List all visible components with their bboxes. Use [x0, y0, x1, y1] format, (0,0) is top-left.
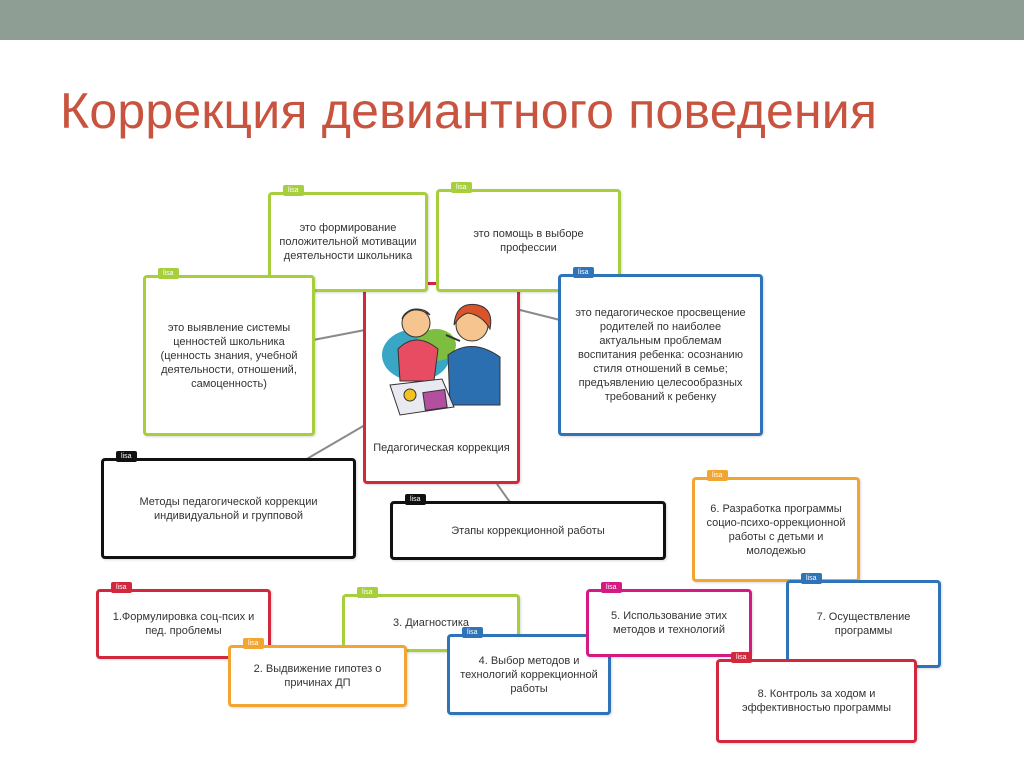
connector-values — [312, 329, 366, 341]
node-step-8[interactable]: lisa 8. Контроль за ходом и эффективност… — [716, 652, 917, 743]
node-text: это помощь в выборе профессии — [473, 227, 584, 254]
node-tag: lisa — [731, 652, 752, 663]
node-text: это выявление системы ценностей школьник… — [160, 321, 298, 390]
node-step-7[interactable]: lisa 7. Осуществление программы — [786, 573, 941, 668]
node-step-5[interactable]: lisa 5. Использование этих методов и тех… — [586, 582, 752, 657]
node-parents[interactable]: lisa это педагогическое просвещение роди… — [558, 267, 763, 436]
node-tag: lisa — [357, 587, 378, 598]
top-bar — [0, 0, 1024, 40]
node-tag: lisa — [243, 638, 264, 649]
node-tag: lisa — [462, 627, 483, 638]
node-tag: lisa — [707, 470, 728, 481]
node-text: это педагогическое просвещение родителей… — [575, 307, 746, 403]
node-methods[interactable]: lisa Методы педагогической коррекции инд… — [101, 451, 356, 559]
node-tag: lisa — [158, 268, 179, 279]
node-tag: lisa — [116, 451, 137, 462]
center-node[interactable]: lisa Педагогическая коррекция — [363, 275, 520, 484]
node-tag: lisa — [283, 185, 304, 196]
node-tag: lisa — [451, 182, 472, 193]
slide-title: Коррекция девиантного поведения — [60, 83, 878, 139]
node-tag: lisa — [111, 582, 132, 593]
node-text: 2. Выдвижение гипотез о причинах ДП — [253, 663, 382, 689]
node-tag: lisa — [801, 573, 822, 584]
center-label: Педагогическая коррекция — [373, 442, 510, 454]
node-text: Этапы коррекционной работы — [451, 524, 605, 537]
node-text: Методы педагогической коррекции индивиду… — [139, 495, 318, 522]
node-motivation[interactable]: lisa это формирование положительной моти… — [268, 185, 428, 292]
node-step-6[interactable]: lisa 6. Разработка программы социо-психо… — [692, 470, 860, 582]
node-text: 3. Диагностика — [392, 617, 469, 629]
node-step-2[interactable]: lisa 2. Выдвижение гипотез о причинах ДП — [228, 638, 407, 707]
node-values[interactable]: lisa это выявление системы ценностей шко… — [143, 268, 315, 436]
node-tag: lisa — [601, 582, 622, 593]
connector-methods — [304, 424, 366, 461]
node-tag: lisa — [573, 267, 594, 278]
node-text: 8. Контроль за ходом и эффективностью пр… — [741, 688, 892, 714]
node-text: 7. Осуществление программы — [816, 611, 911, 637]
node-stages[interactable]: lisa Этапы коррекционной работы — [390, 494, 666, 560]
node-text: 6. Разработка программы социо-психо-орре… — [706, 502, 846, 557]
node-step-4[interactable]: lisa 4. Выбор методов и технологий корре… — [447, 627, 611, 715]
node-text: 1.Формулировка соц-псих и пед. проблемы — [112, 611, 255, 637]
teacher-student-illustration — [382, 303, 501, 416]
node-text: это формирование положительной мотивации… — [279, 222, 417, 262]
connector-parents — [519, 309, 561, 321]
node-text: 4. Выбор методов и технологий коррекцион… — [460, 654, 598, 695]
node-tag: lisa — [405, 494, 426, 505]
node-text: 5. Использование этих методов и технолог… — [611, 610, 727, 636]
